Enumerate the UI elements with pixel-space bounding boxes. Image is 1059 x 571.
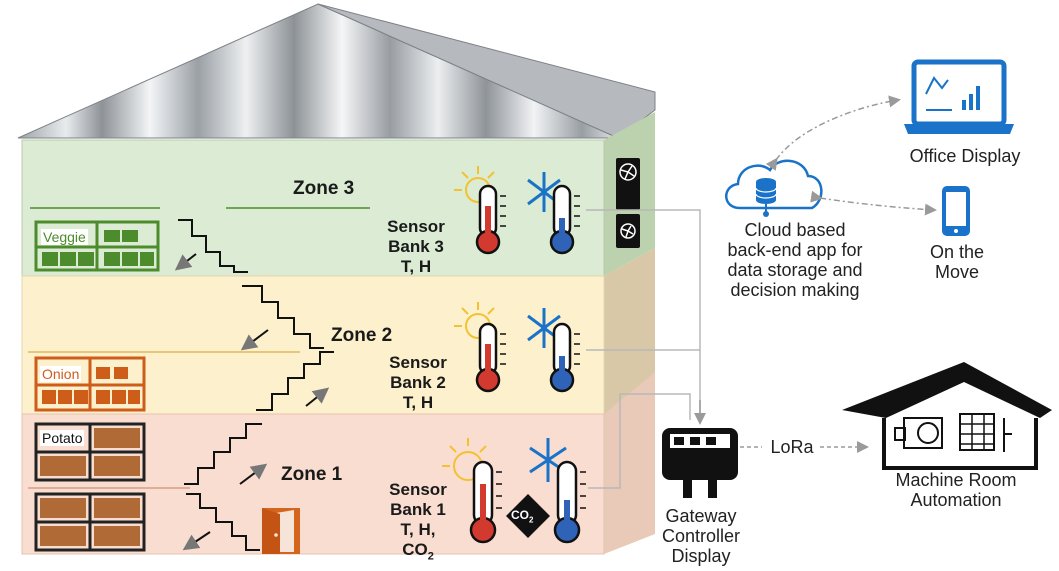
stairs-zone-1-up xyxy=(184,423,268,485)
cloud-icon xyxy=(725,159,823,217)
potato-label: Potato xyxy=(40,430,85,446)
cloud-label-line-4: decision making xyxy=(730,280,860,300)
gateway-label-line-3: Display xyxy=(671,546,731,566)
fan-icon xyxy=(616,158,640,248)
machine-room-label: Machine Room Automation xyxy=(876,470,1036,510)
sensor-bank-1-co-sub: 2 xyxy=(427,550,434,563)
sensor-bank-1-label: Sensor Bank 1 T, H, CO2 xyxy=(382,480,454,566)
onion-label: Onion xyxy=(40,366,82,382)
gateway-icon xyxy=(662,428,738,498)
sensor-bank-2-line-2: Bank 2 xyxy=(390,373,446,392)
cloud-label: Cloud based back-end app for data storag… xyxy=(700,220,890,300)
sensor-bank-1-line-2: Bank 1 xyxy=(390,500,446,519)
zone-2-title: Zone 2 xyxy=(331,325,393,346)
cloud-label-line-2: back-end app for xyxy=(727,240,863,260)
sensor-wiring xyxy=(586,209,701,489)
stairs-zone-3 xyxy=(174,219,248,273)
sensor-bank-2-line-1: Sensor xyxy=(389,353,447,372)
gateway-label: Gateway Controller Display xyxy=(646,506,756,566)
sensor-bank-3-line-1: Sensor xyxy=(387,217,445,236)
office-display-label: Office Display xyxy=(909,146,1021,166)
onion-crate xyxy=(34,356,146,412)
zone-1-title: Zone 1 xyxy=(281,464,343,485)
veggie-label: Veggie xyxy=(41,229,88,245)
machine-room-icon xyxy=(842,362,1052,470)
co2-badge-sub: 2 xyxy=(529,515,534,525)
sensor-bank-2-label: Sensor Bank 2 T, H xyxy=(382,353,454,413)
sensor-bank-1-co: CO xyxy=(402,540,428,559)
potato-crate-bottom xyxy=(34,492,146,552)
co2-sensor-icon xyxy=(506,494,550,538)
zone-3-cold-thermometer-icon xyxy=(527,172,580,255)
lora-label: LoRa xyxy=(770,437,814,457)
roof xyxy=(17,3,656,139)
machine-room-label-line-2: Automation xyxy=(910,490,1002,510)
sensor-bank-3-label: Sensor Bank 3 T, H xyxy=(380,217,452,277)
sensor-bank-1-line-3: T, H, xyxy=(400,520,436,539)
mobile-label: On the Move xyxy=(912,242,1002,282)
veggie-crate xyxy=(34,220,160,272)
door-icon xyxy=(262,508,300,554)
cloud-to-mobile-link xyxy=(810,190,937,216)
co2-badge-main: CO xyxy=(511,508,529,522)
zone-1-cold-thermometer-icon xyxy=(529,438,586,544)
phone-icon xyxy=(942,186,970,236)
cloud-label-line-1: Cloud based xyxy=(744,220,846,240)
stairs-zone-2-up xyxy=(256,351,334,411)
gateway-label-line-2: Controller xyxy=(661,526,741,546)
co2-badge-label: CO2 xyxy=(511,508,533,524)
gateway-label-line-1: Gateway xyxy=(665,506,737,526)
sensor-bank-1-line-1: Sensor xyxy=(389,480,447,499)
zone-3-hot-thermometer-icon xyxy=(454,166,506,255)
sensor-bank-3-line-3: T, H xyxy=(400,257,432,276)
cloud-to-office-link xyxy=(765,95,901,171)
potato-crate-top xyxy=(34,422,146,482)
stairs-zone-1-down xyxy=(182,493,260,551)
mobile-label-line-1: On the xyxy=(929,242,985,262)
sensor-bank-2-line-3: T, H xyxy=(402,393,434,412)
machine-room-label-line-1: Machine Room xyxy=(895,470,1017,490)
mobile-label-line-2: Move xyxy=(934,262,979,282)
zone-2-hot-thermometer-icon xyxy=(454,302,506,393)
stairs-zone-2-down xyxy=(240,285,324,351)
sensor-bank-3-line-2: Bank 3 xyxy=(388,237,444,256)
laptop-icon xyxy=(904,59,1014,134)
cloud-label-line-3: data storage and xyxy=(727,260,863,280)
zone-3-title: Zone 3 xyxy=(293,178,355,199)
zone-1-hot-thermometer-icon xyxy=(442,438,502,544)
sensor-bank-1-line-4: CO2 xyxy=(382,540,454,566)
zone-2-cold-thermometer-icon xyxy=(527,308,580,393)
